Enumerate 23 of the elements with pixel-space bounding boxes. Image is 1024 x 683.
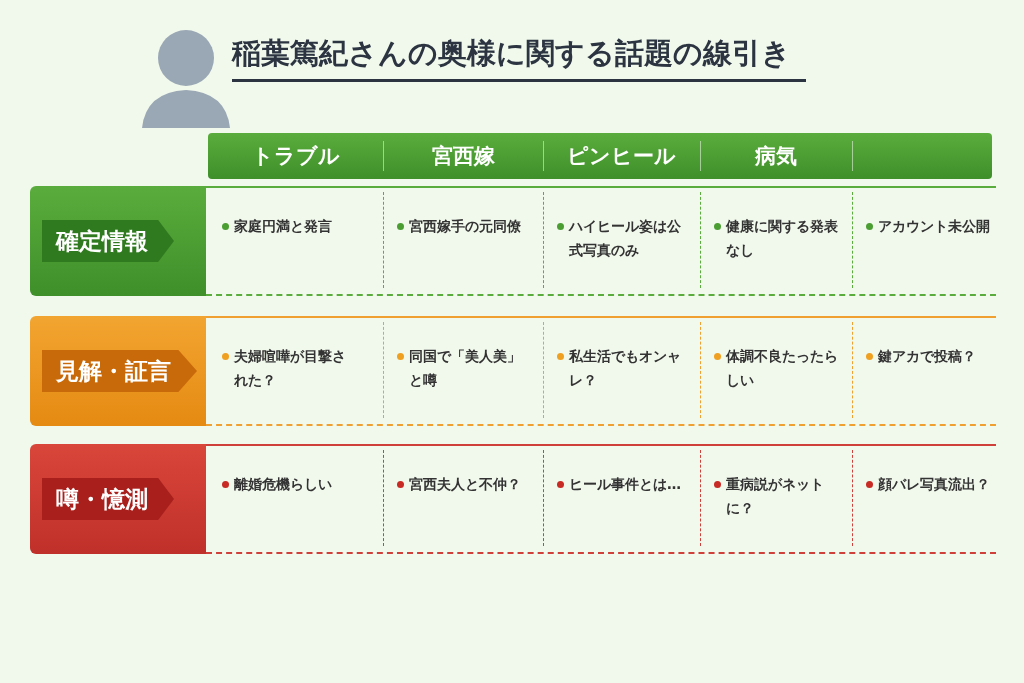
row-label: 噂・憶測: [42, 478, 174, 520]
cell-text: 宮西夫人と不仲？: [409, 475, 522, 494]
cell-text: 宮西嫁手の元同僚: [409, 217, 522, 236]
row-label: 確定情報: [42, 220, 174, 262]
column-header: トラブル: [250, 143, 341, 170]
cell-text: 顔バレ写真流出？: [878, 475, 991, 494]
cell-text: 健康に関する発表なし: [726, 217, 839, 260]
cell-text: ヒール事件とは…: [569, 475, 682, 494]
cell-text: 体調不良たったらしい: [726, 347, 839, 390]
cell-text: 家庭円満と発言: [234, 217, 333, 236]
cell-text: 夫婦喧嘩が目撃された？: [234, 347, 347, 390]
column-header: 病気: [754, 143, 798, 170]
column-header: 宮西嫁: [430, 143, 496, 170]
cell-text: 同国で「美人美」と噂: [409, 347, 522, 390]
cell-text: ハイヒール姿は公式写真のみ: [569, 217, 682, 260]
cell-text: 鍵アカで投稿？: [878, 347, 977, 366]
column-header: ピンヒール: [566, 143, 677, 170]
row-label: 見解・証言: [42, 350, 197, 392]
cell-text: 離婚危機らしい: [234, 475, 333, 494]
cell-text: 私生活でもオンャレ？: [569, 347, 682, 390]
cell-text: 重病説がネットに？: [726, 475, 825, 518]
title: 稲葉篤紀さんの奥様に関する話題の線引き: [232, 35, 791, 72]
cell-text: アカウント未公開: [878, 217, 991, 236]
